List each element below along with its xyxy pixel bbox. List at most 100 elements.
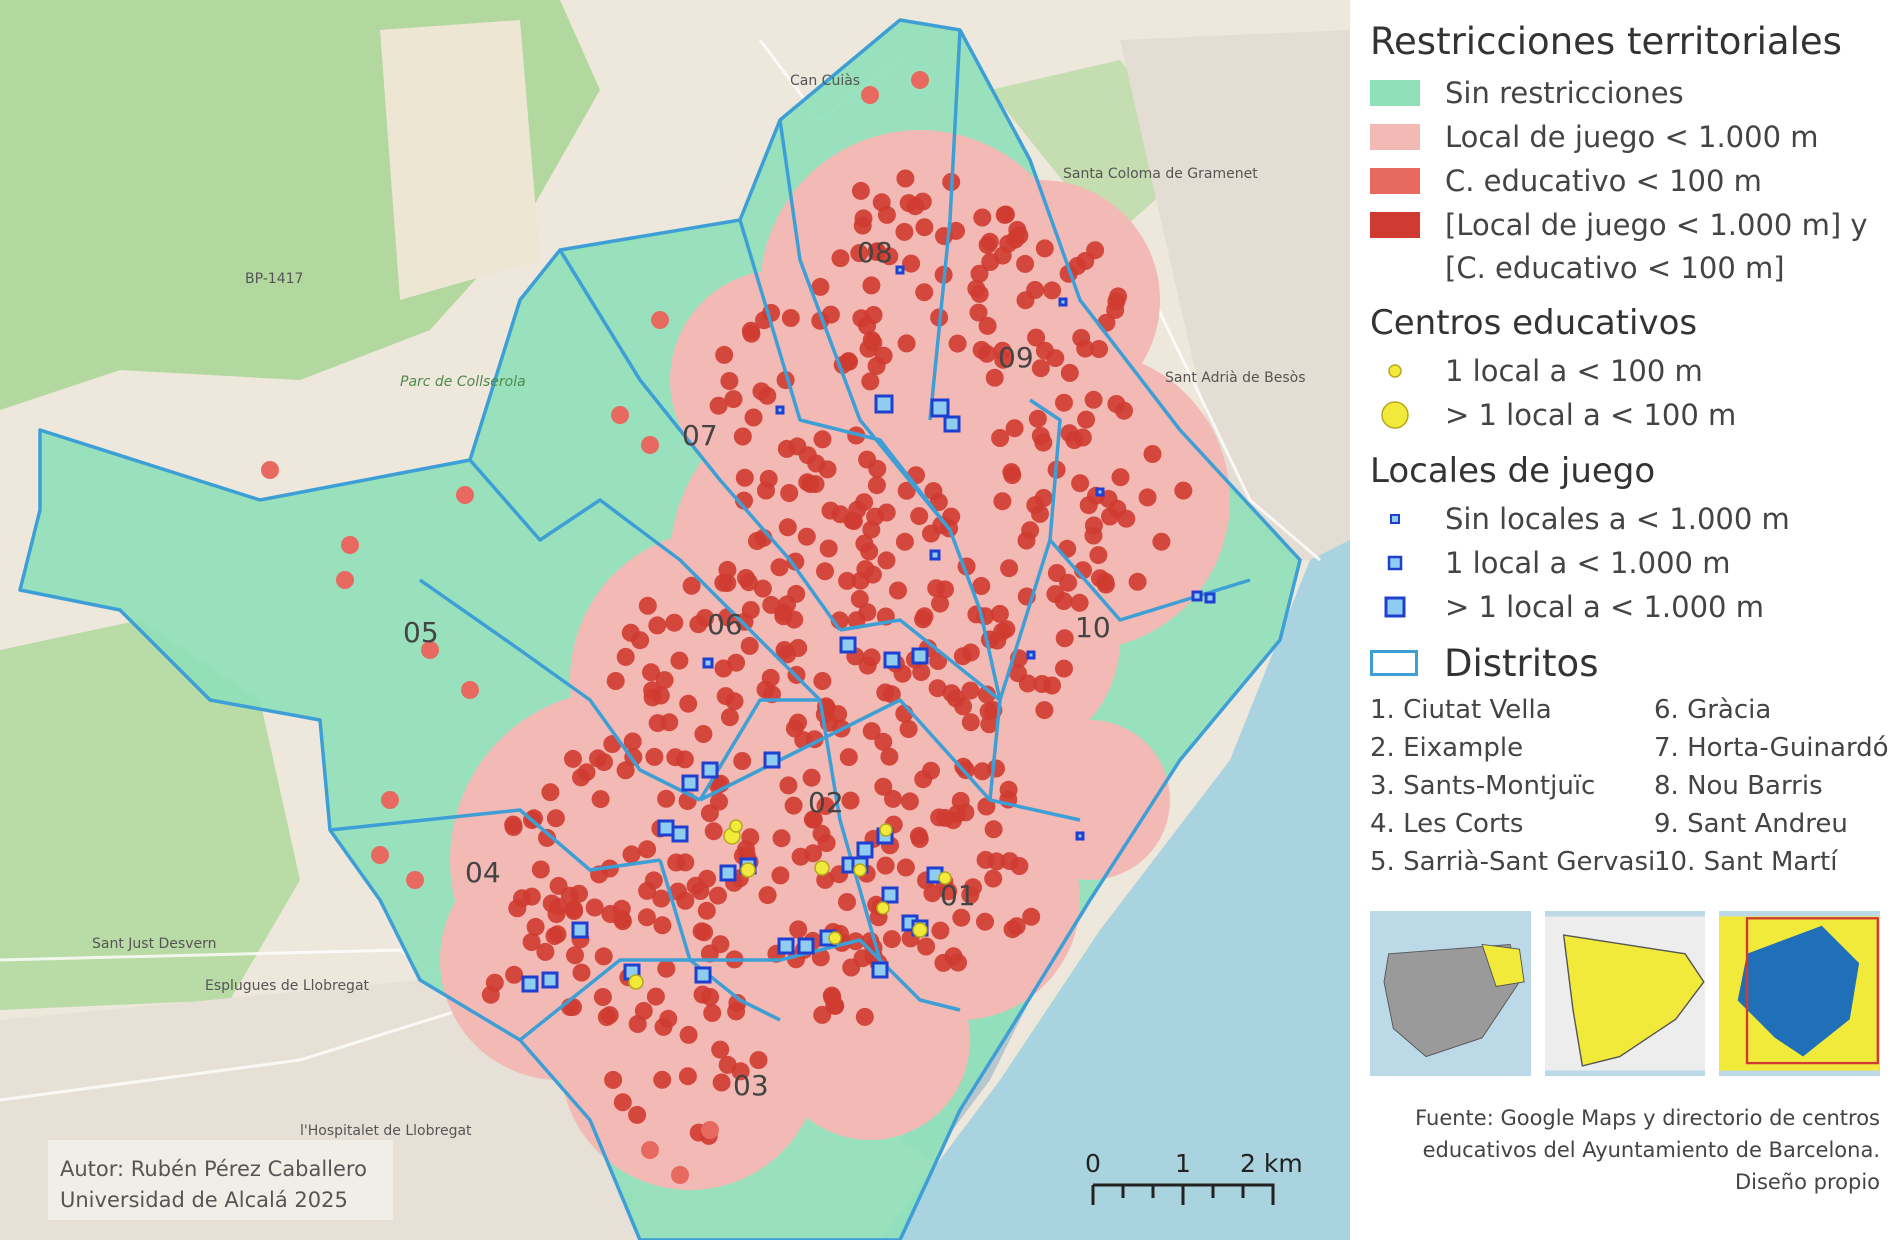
inset-barcelona-map [1719,911,1881,1076]
game-venue-dot [922,524,940,543]
game-venue-dot [897,334,916,353]
game-venue-dot [914,610,933,629]
game-venue-dot [735,491,753,510]
game-venue-dot [1028,409,1047,428]
game-venue-dot [877,205,896,224]
venue-marker [694,966,712,984]
game-venue-dot [779,776,798,795]
game-venue-dot [585,898,604,917]
game-venue-dot [1117,509,1136,528]
game-venue-dot [985,368,1004,387]
game-venue-dot [725,692,744,711]
game-venue-dot [789,920,808,939]
game-venue-dot [899,720,918,738]
venue-marker [797,937,815,955]
game-venue-dot [744,408,763,427]
school-marker [912,922,928,938]
game-venue-dot [910,830,929,848]
game-venue-dot [740,636,759,655]
game-venue-dot [679,1025,698,1044]
game-venue-dot [741,828,760,847]
district-item: 7. Horta-Guinardó [1654,733,1889,763]
game-venue-dot [936,580,954,599]
game-venue-dot [604,1070,623,1089]
game-venue-dot [638,596,657,615]
game-venue-dot [770,558,789,577]
game-venue-dot [591,790,610,809]
game-venue-dot [593,988,612,1006]
game-venue-dot [839,748,858,767]
game-venue-dot [973,762,992,781]
game-venue-dot [917,937,936,956]
venue-marker [895,265,905,275]
districts-heading: Distritos [1370,639,1880,687]
game-venue-dot [525,809,543,828]
game-venue-dot [819,539,838,558]
map-canvas[interactable]: 01 02 03 04 05 06 07 08 09 10 Sant Just … [0,0,1350,1240]
game-venue-dot [896,858,915,877]
game-venue-dot [1128,572,1147,591]
game-venue-dot [695,923,714,942]
game-venue-dot [858,603,877,622]
venue-marker [775,405,785,415]
place-label: l'Hospitalet de Llobregat [300,1123,472,1139]
school-marker [828,931,842,945]
game-venue-dot [978,316,997,335]
game-venue-dot [733,427,752,446]
game-venue-dot [560,886,579,905]
game-venue-dot [1031,359,1050,378]
game-venue-dot [1055,393,1073,412]
game-venue-dot [850,244,869,263]
game-venue-dot [1174,481,1193,500]
game-venue-dot [1021,521,1040,540]
game-venue-dot [780,484,799,502]
game-venue-dot [733,752,752,770]
game-venue-dot [774,607,793,626]
game-venue-dot [1101,507,1119,526]
game-venue-dot [762,595,781,614]
place-label: Santa Coloma de Gramenet [1063,166,1258,182]
game-venue-dot [993,341,1012,360]
game-venue-dot [643,681,662,700]
district-item: 6. Gràcia [1654,695,1772,725]
game-venue-dot [669,882,687,901]
game-venue-dot [1084,516,1103,535]
game-venue-dot [771,866,790,885]
game-venue-dot [741,321,760,340]
game-venue-dot [697,901,716,920]
venue-marker [719,864,737,882]
game-venue-dot [1055,629,1074,648]
game-venue-dot [628,1105,647,1124]
place-label: Esplugues de Llobregat [205,978,370,994]
game-venue-dot [931,921,950,940]
game-venue-dot [757,481,775,500]
game-venue-dot [638,840,657,859]
game-venue-dot [850,590,869,608]
game-venue-dot [977,797,996,816]
district-label-02: 02 [808,786,844,819]
game-venue-dot [896,169,915,188]
game-venue-dot [652,889,671,908]
place-label: BP-1417 [245,271,303,287]
venues-title: Locales de juego [1370,451,1656,491]
game-venue-dot [961,713,980,732]
district-label-09: 09 [998,341,1034,374]
game-venue-dot [811,277,830,296]
game-venue-dot [601,905,620,923]
game-venue-dot [542,894,561,913]
legend-item: Sin restricciones [1370,71,1880,115]
venue-marker [930,398,950,418]
game-venue-dot [816,797,835,815]
game-venue-dot [858,656,877,675]
game-venue-dot [980,715,999,734]
game-venue-dot [686,876,705,895]
game-venue-dot [882,685,901,704]
game-venue-dot [710,792,728,811]
game-venue-dot [572,768,590,787]
game-venue-dot [996,205,1015,224]
game-venue-dot [1022,907,1041,926]
game-venue-dot [703,1004,722,1022]
game-venue-dot [895,532,914,551]
game-venue-dot [1090,340,1108,358]
game-venue-dot [1109,287,1128,306]
